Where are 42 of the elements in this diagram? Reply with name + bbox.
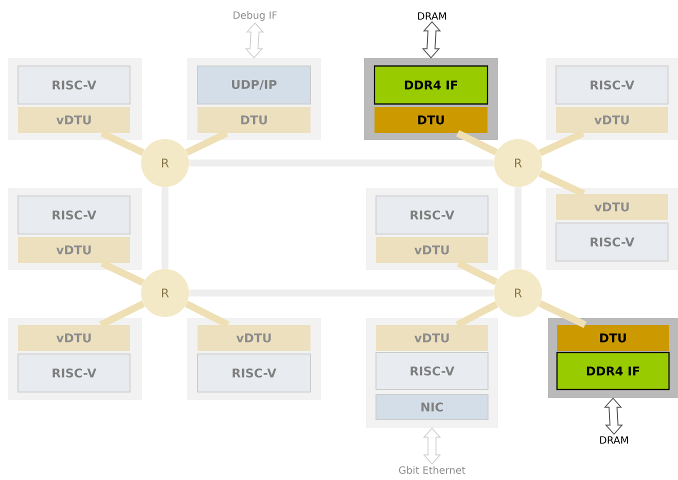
link-line [162, 187, 168, 269]
link-line [538, 130, 585, 156]
link-line [456, 130, 498, 156]
core-box: RISC-V [18, 196, 130, 234]
link-line [185, 130, 228, 156]
link-line [456, 301, 498, 328]
interface-box: UDP/IP [197, 66, 311, 104]
interface-box: NIC [376, 394, 488, 420]
core-box: RISC-V [197, 354, 311, 392]
core-box: RISC-V [18, 354, 130, 392]
core-box: RISC-V [376, 196, 488, 234]
dtu-box: DTU [557, 325, 669, 351]
link-line [189, 290, 494, 296]
core-box: RISC-V [18, 66, 130, 104]
core-box: RISC-V [556, 222, 668, 262]
link-line [100, 130, 145, 156]
dtu-box: vDTU [198, 325, 310, 351]
core-box: RISC-V [556, 66, 668, 104]
dtu-box: vDTU [18, 107, 130, 133]
interface-label: Gbit Ethernet [399, 466, 466, 474]
dtu-box: vDTU [18, 237, 130, 263]
dtu-box: vDTU [556, 107, 668, 133]
core-box: RISC-V [376, 352, 488, 390]
interface-label: DRAM [418, 12, 446, 20]
interface-label: DRAM [600, 436, 628, 444]
link-line [100, 260, 145, 286]
link-line [189, 160, 494, 166]
link-line [538, 300, 587, 328]
link-line [538, 170, 586, 197]
dtu-box: DTU [198, 107, 310, 133]
dtu-box: vDTU [376, 237, 488, 263]
dtu-box: vDTU [376, 325, 488, 351]
dtu-box: vDTU [556, 194, 668, 220]
link-line [99, 300, 145, 328]
dtu-box: vDTU [18, 325, 130, 351]
dtu-box: DTU [374, 107, 488, 133]
interface-box: DDR4 IF [556, 352, 670, 390]
interface-box: DDR4 IF [374, 65, 488, 105]
interface-label: Debug IF [234, 11, 277, 21]
link-line [514, 187, 522, 269]
link-line [185, 300, 230, 328]
link-line [456, 260, 498, 286]
